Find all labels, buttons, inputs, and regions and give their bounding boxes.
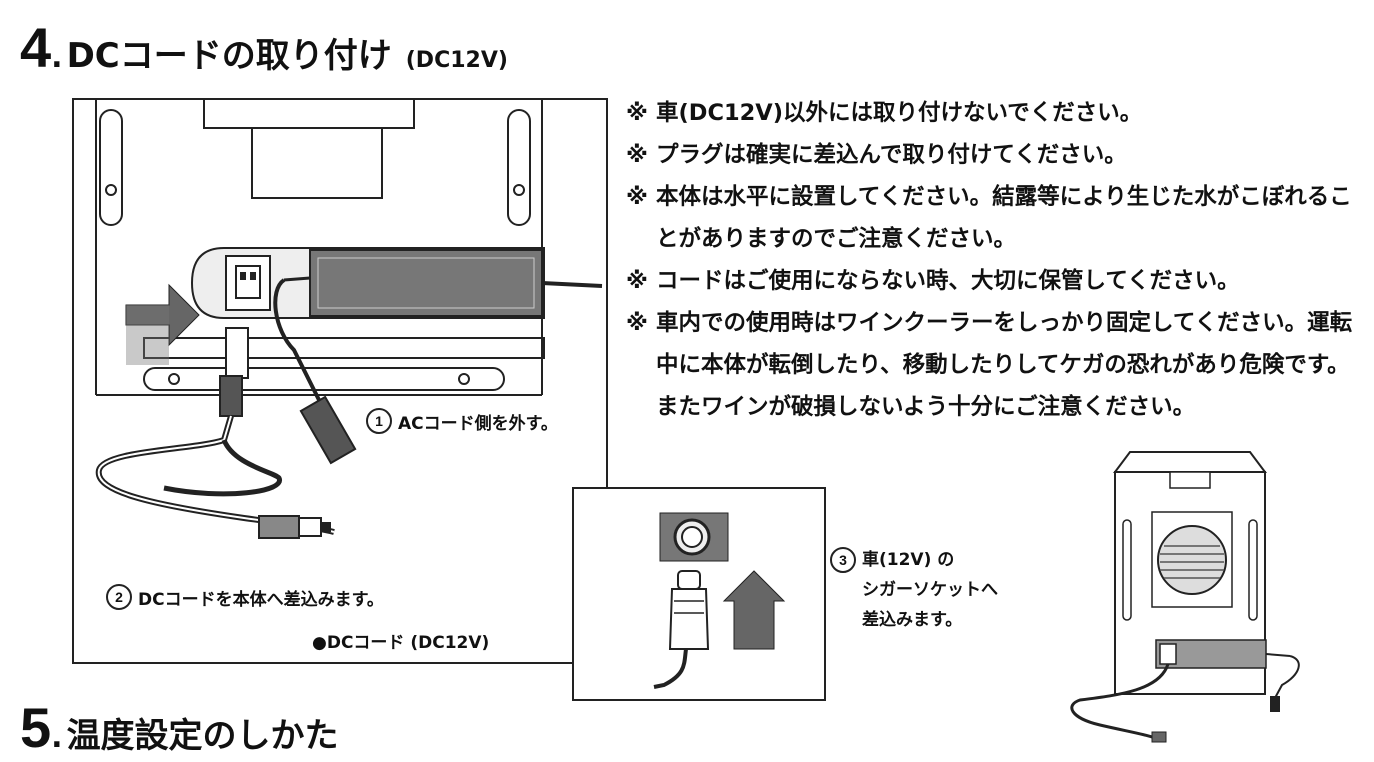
note-item: ※ 本体は水平に設置してください。結露等により生じた水がこぼれることがありますの… (626, 184, 1352, 252)
section-title: DCコードの取り付け (66, 36, 392, 76)
installation-illustration: 1 ACコード側を外す。 2 DCコードを本体へ差込みます。 ●DCコード (D… (72, 98, 608, 664)
right-arrow-icon (125, 283, 200, 347)
section-subtitle: (DC12V) (405, 48, 508, 73)
dc-cord-label: ●DCコード (DC12V) (312, 633, 490, 653)
step-3-label: 3 車(12V) の シガーソケットへ 差込みます。 (830, 545, 1050, 635)
section-4-heading: 4 . DCコードの取り付け (DC12V) (20, 16, 508, 79)
step-number-badge: 2 (106, 584, 132, 610)
section-title: 温度設定のしかた (66, 716, 339, 756)
up-arrow-icon (722, 570, 786, 650)
step-number-badge: 1 (366, 408, 392, 434)
note-item: ※ 車内での使用時はワインクーラーをしっかり固定してください。運転中に本体が転倒… (626, 310, 1353, 420)
note-item: ※ 車(DC12V)以外には取り付けないでください。 (626, 100, 1143, 126)
step-2-label: 2 DCコードを本体へ差込みます。 (106, 584, 384, 610)
section-number: 4 (20, 16, 52, 79)
section-5-heading: 5 . 温度設定のしかた (20, 696, 339, 759)
socket-inset (572, 487, 826, 701)
note-item: ※ プラグは確実に差込んで取り付けてください。 (626, 142, 1127, 168)
note-item: ※ コードはご使用にならない時、大切に保管してください。 (626, 268, 1240, 294)
wine-cooler-illustration (1060, 450, 1332, 750)
dc-plug-illustration (653, 512, 786, 689)
section-number: 5 (20, 696, 52, 759)
caution-notes: ※ 車(DC12V)以外には取り付けないでください。 ※ プラグは確実に差込んで… (626, 92, 1361, 428)
step-number-badge: 3 (830, 547, 856, 573)
step-1-label: 1 ACコード側を外す。 (366, 408, 558, 434)
unit-back-illustration (95, 100, 603, 539)
